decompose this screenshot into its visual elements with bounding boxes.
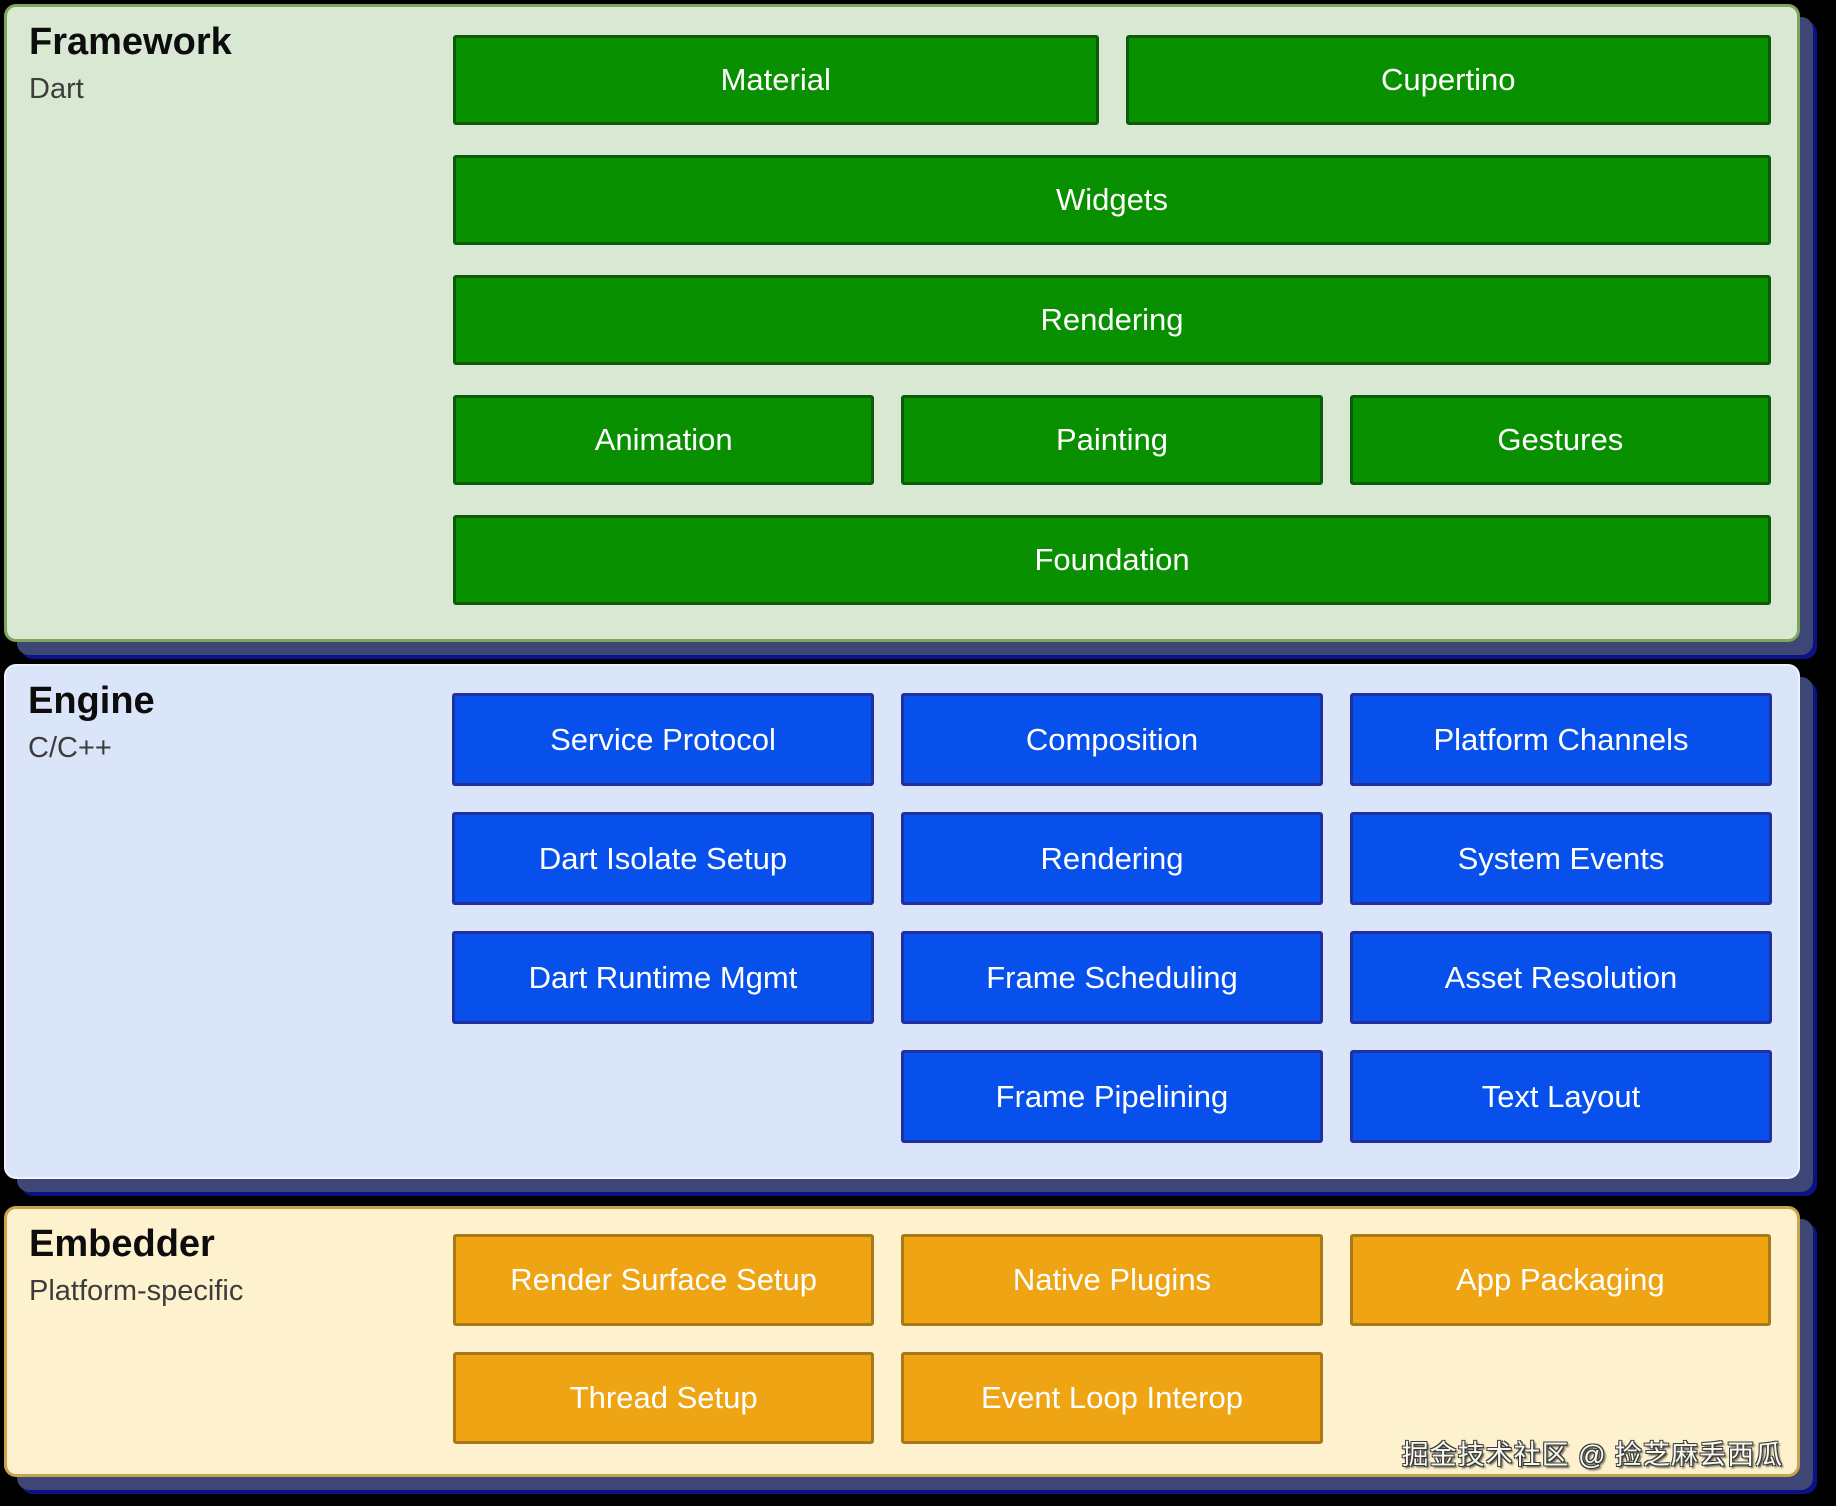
rows: Service Protocol Composition Platform Chan… [452,693,1772,1143]
component-box: Painting [901,395,1323,485]
component-box: Foundation [453,515,1771,605]
component-box: Render Surface Setup [453,1234,875,1326]
component-box: Frame Pipelining [900,1050,1323,1143]
layer-title: Engine [28,680,155,722]
box-row: Foundation [453,515,1771,605]
box-row: Thread Setup Event Loop Interop [453,1352,1771,1444]
box-row: Material Cupertino [453,35,1771,125]
box-row: Service Protocol Composition Platform Chan… [452,693,1772,786]
component-box: System Events [1349,812,1772,905]
layer-subtitle: C/C++ [28,731,112,764]
component-box: Dart Isolate Setup [452,812,874,905]
component-box: Asset Resolution [1349,931,1772,1024]
component-box: Cupertino [1125,35,1771,125]
component-box: Native Plugins [901,1234,1323,1326]
engine-layer-panel: Engine C/C++ Service Protocol Composition… [4,664,1800,1179]
component-box: Event Loop Interop [901,1352,1323,1444]
box-row: Frame Pipelining Text Layout [452,1050,1772,1143]
component-box: Dart Runtime Mgmt [452,931,874,1024]
watermark-text: 掘金技术社区 @ 捡芝麻丢西瓜 [1401,1440,1783,1470]
component-box: Rendering [900,812,1323,905]
rows: Render Surface Setup Native Plugins App Pa… [453,1234,1771,1444]
box-row: Rendering [453,275,1771,365]
box-row: Dart Runtime Mgmt Frame Scheduling Asset R… [452,931,1772,1024]
component-box: Gestures [1349,395,1771,485]
component-box: App Packaging [1349,1234,1771,1326]
engine-label: Engine C/C++ [28,680,155,765]
box-row: Animation Painting Gestures [453,395,1771,485]
box-row: Dart Isolate Setup Rendering System Events [452,812,1772,905]
box-row: Render Surface Setup Native Plugins App Pa… [453,1234,1771,1326]
framework-label: Framework Dart [29,21,232,106]
component-box: Composition [900,693,1323,786]
component-box: Service Protocol [452,693,874,786]
component-box: Platform Channels [1349,693,1772,786]
layer-title: Embedder [29,1223,215,1265]
component-box: Widgets [453,155,1771,245]
component-box: Frame Scheduling [900,931,1323,1024]
component-box: Animation [453,395,875,485]
component-box: Text Layout [1349,1050,1772,1143]
layer-subtitle: Dart [29,72,84,105]
component-box: Thread Setup [453,1352,875,1444]
embedder-label: Embedder Platform-specific [29,1223,243,1308]
box-row: Widgets [453,155,1771,245]
embedder-layer-panel: Embedder Platform-specific Render Surfac… [4,1206,1800,1477]
component-box: Rendering [453,275,1771,365]
component-box: Material [453,35,1099,125]
layer-subtitle: Platform-specific [29,1274,244,1307]
layer-title: Framework [29,21,232,63]
